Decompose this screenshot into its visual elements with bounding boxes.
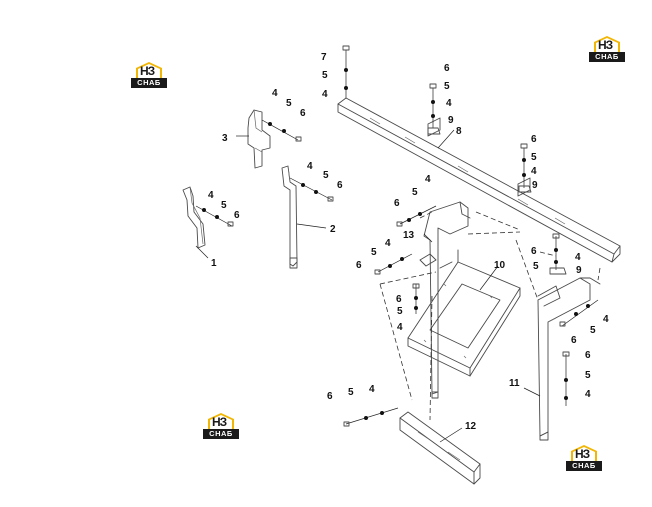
label-6: 6	[356, 260, 362, 271]
label-6: 6	[571, 335, 577, 346]
label-6: 6	[337, 180, 343, 191]
label-4: 4	[585, 389, 591, 400]
part-2-strut	[281, 165, 298, 269]
label-4: 4	[397, 322, 403, 333]
label-4: 4	[307, 161, 313, 172]
part-3-bracket	[247, 109, 271, 169]
label-part-10: 10	[494, 260, 506, 271]
part-labels: 1 2 3 8 10 11 12 13 7 5 4 4 5 6 4 5 6 4 …	[208, 52, 609, 432]
label-6: 6	[444, 63, 450, 74]
logo-roof-icon	[208, 413, 234, 429]
label-5: 5	[533, 261, 539, 272]
logo-roof-icon	[571, 445, 597, 461]
fasteners	[195, 45, 599, 427]
logo-roof-icon	[136, 62, 162, 78]
label-part-8: 8	[456, 126, 462, 137]
part-leaders	[195, 129, 541, 443]
label-5: 5	[531, 152, 537, 163]
label-5: 5	[412, 187, 418, 198]
label-part-11: 11	[509, 378, 520, 389]
logo-text: НЗ	[598, 38, 613, 52]
label-7: 7	[321, 52, 327, 63]
logo-text: НЗ	[212, 415, 227, 429]
label-9: 9	[448, 115, 454, 126]
label-6: 6	[531, 134, 537, 145]
label-5: 5	[221, 200, 227, 211]
logo-caption: СНАБ	[589, 52, 625, 62]
label-5: 5	[590, 325, 596, 336]
brand-logo-top-right: НЗ СНАБ	[589, 30, 625, 62]
label-4: 4	[603, 314, 609, 325]
label-5: 5	[323, 170, 329, 181]
label-4: 4	[369, 384, 375, 395]
label-6: 6	[585, 350, 591, 361]
label-4: 4	[272, 88, 278, 99]
label-4: 4	[322, 89, 328, 100]
label-part-13: 13	[403, 230, 415, 241]
label-5: 5	[585, 370, 591, 381]
label-5: 5	[286, 98, 292, 109]
part-11-frame	[537, 277, 601, 441]
label-4: 4	[531, 166, 537, 177]
label-5: 5	[371, 247, 377, 258]
label-part-2: 2	[330, 224, 336, 235]
label-part-12: 12	[465, 421, 477, 432]
logo-caption: СНАБ	[131, 78, 167, 88]
part-10-plate	[407, 249, 521, 377]
brand-logo-top-left: НЗ СНАБ	[131, 56, 167, 88]
part-8-beam	[337, 97, 621, 263]
label-5: 5	[444, 81, 450, 92]
label-6: 6	[531, 246, 537, 257]
logo-text: НЗ	[575, 447, 590, 461]
label-4: 4	[575, 252, 581, 263]
label-9: 9	[532, 180, 538, 191]
label-6: 6	[396, 294, 402, 305]
logo-text: НЗ	[140, 64, 155, 78]
label-6: 6	[300, 108, 306, 119]
brand-logo-bottom-left: НЗ СНАБ	[203, 407, 239, 439]
label-5: 5	[348, 387, 354, 398]
label-9: 9	[576, 265, 582, 276]
logo-caption: СНАБ	[566, 461, 602, 471]
logo-caption: СНАБ	[203, 429, 239, 439]
alignment-lines	[379, 211, 601, 421]
label-4: 4	[446, 98, 452, 109]
label-4: 4	[425, 174, 431, 185]
label-6: 6	[234, 210, 240, 221]
part-13-frame	[419, 201, 471, 399]
brand-logo-bottom-right: НЗ СНАБ	[566, 439, 602, 471]
part-12-bar	[399, 411, 481, 485]
logo-roof-icon	[594, 36, 620, 52]
label-part-3: 3	[222, 133, 228, 144]
label-4: 4	[385, 238, 391, 249]
label-4: 4	[208, 190, 214, 201]
label-5: 5	[322, 70, 328, 81]
label-part-1: 1	[211, 258, 217, 269]
label-6: 6	[394, 198, 400, 209]
label-6: 6	[327, 391, 333, 402]
part-1-bracket	[182, 186, 206, 249]
label-5: 5	[397, 306, 403, 317]
